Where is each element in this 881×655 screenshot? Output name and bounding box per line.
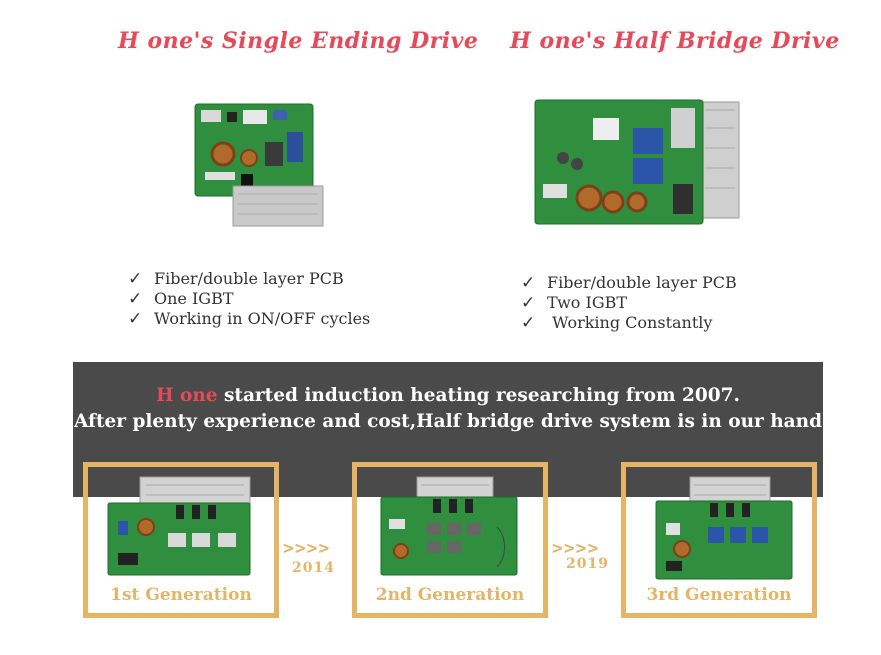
generation-2-label: 2nd Generation — [375, 585, 525, 605]
year-1: 2014 — [292, 560, 335, 576]
feature-item: ✓ Working Constantly — [521, 313, 737, 333]
feature-item: ✓ Fiber/double layer PCB — [521, 273, 737, 293]
history-banner — [73, 362, 823, 497]
feature-item: ✓ Two IGBT — [521, 293, 737, 313]
feature-label: Fiber/double layer PCB — [547, 273, 737, 292]
generation-2-pcb-image — [357, 467, 543, 589]
feature-label: Fiber/double layer PCB — [154, 269, 344, 288]
check-icon: ✓ — [521, 293, 536, 313]
generation-3-label: 3rd Generation — [646, 585, 792, 605]
generation-1-card: 1st Generation — [83, 462, 279, 618]
banner-line-2: After plenty experience and cost,Half br… — [73, 411, 823, 432]
arrow-2: >>>> — [552, 538, 600, 559]
arrow-1: >>>> — [283, 538, 331, 559]
check-icon: ✓ — [521, 313, 536, 333]
feature-label: Two IGBT — [547, 293, 628, 312]
generation-2-card: 2nd Generation — [352, 462, 548, 618]
single-ending-title: H one's Single Ending Drive — [118, 28, 479, 54]
half-bridge-pcb-image — [533, 98, 743, 228]
single-ending-features: ✓ Fiber/double layer PCB ✓ One IGBT ✓ Worki… — [128, 269, 370, 329]
single-ending-pcb-image — [193, 102, 329, 230]
check-icon: ✓ — [128, 309, 143, 329]
feature-label: Working in ON/OFF cycles — [154, 309, 371, 328]
year-2: 2019 — [566, 556, 609, 572]
generation-3-card: 3rd Generation — [621, 462, 817, 618]
feature-label: Working Constantly — [547, 313, 713, 332]
history-banner-text: H one started induction heating research… — [73, 383, 823, 435]
half-bridge-title: H one's Half Bridge Drive — [510, 28, 840, 54]
generation-3-pcb-image — [626, 467, 812, 589]
feature-item: ✓ Working in ON/OFF cycles — [128, 309, 370, 329]
feature-label: One IGBT — [154, 289, 234, 308]
banner-line-1: H one started induction heating research… — [73, 383, 823, 409]
generation-1-pcb-image — [88, 467, 274, 589]
check-icon: ✓ — [128, 289, 143, 309]
check-icon: ✓ — [521, 273, 536, 293]
half-bridge-features: ✓ Fiber/double layer PCB ✓ Two IGBT ✓ Work… — [521, 273, 737, 333]
check-icon: ✓ — [128, 269, 143, 289]
feature-item: ✓ Fiber/double layer PCB — [128, 269, 370, 289]
brand-name: H one — [156, 385, 218, 406]
feature-item: ✓ One IGBT — [128, 289, 370, 309]
banner-line-1-rest: started induction heating researching fr… — [217, 385, 740, 406]
generation-1-label: 1st Generation — [110, 585, 252, 605]
